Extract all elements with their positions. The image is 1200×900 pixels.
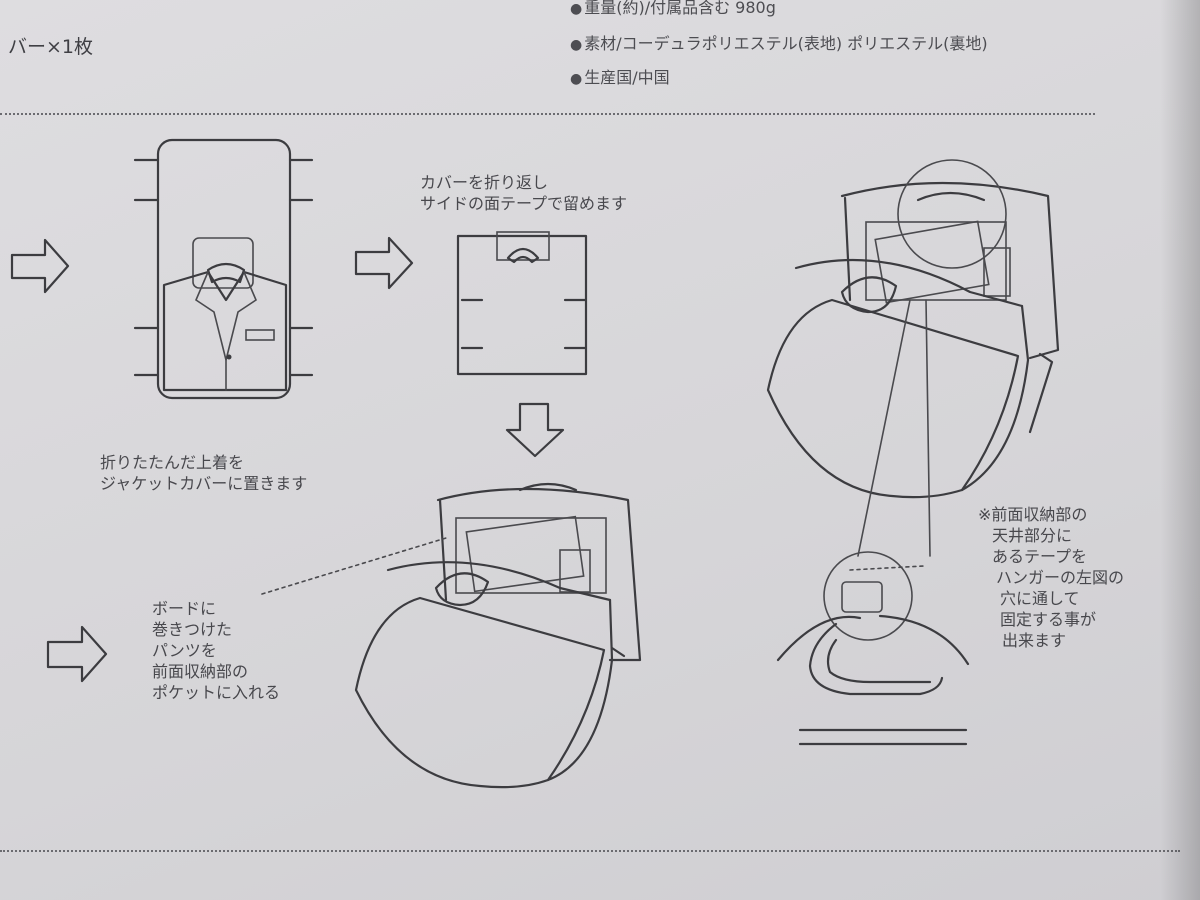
spec-material: ●素材/コーデュラポリエステル(表地) ポリエステル(裏地) — [570, 30, 988, 54]
caption-pants-pocket: ボードに 巻きつけた パンツを 前面収納部の ポケットに入れる — [152, 598, 280, 703]
spec-weight-text: 重量(約)/付属品含む 980g — [584, 0, 776, 17]
caption-line: ポケットに入れる — [152, 683, 281, 702]
caption-line: 前面収納部の — [152, 662, 249, 681]
caption-line: 巻きつけた — [152, 620, 233, 639]
arrow-right-icon — [46, 625, 108, 683]
arrow-right-icon — [10, 238, 70, 294]
caption-line: あるテープを — [992, 547, 1088, 566]
open-bag-detail-drawing — [766, 159, 1060, 746]
caption-line: パンツを — [152, 641, 217, 660]
caption-line: ボードに — [152, 599, 217, 618]
caption-line: ハンガーの左図の — [996, 568, 1125, 587]
spec-bullet: ● — [570, 1, 583, 17]
caption-fold-cover: カバーを折り返し サイドの面テープで留めます — [420, 172, 627, 214]
spec-origin: ●生産国/中国 — [570, 64, 670, 88]
caption-line: 穴に通して — [1000, 589, 1080, 608]
caption-line: 折りたたんだ上着を — [100, 453, 245, 472]
caption-line: 出来ます — [1002, 631, 1067, 650]
spec-material-text: 素材/コーデュラポリエステル(表地) ポリエステル(裏地) — [584, 34, 988, 53]
quantity-line: バー×1枚 — [8, 36, 94, 58]
caption-place-jacket: 折りたたんだ上着を ジャケットカバーに置きます — [100, 452, 307, 494]
folded-cover-drawing — [456, 231, 588, 376]
caption-line: カバーを折り返し — [420, 173, 549, 192]
arrow-right-icon — [354, 236, 414, 290]
open-bag-drawing — [261, 482, 642, 789]
divider-top — [0, 113, 1095, 115]
spec-bullet: ● — [570, 71, 583, 87]
page-shadow — [1160, 0, 1200, 900]
spec-bullet: ● — [570, 37, 583, 53]
divider-bottom — [0, 850, 1180, 852]
caption-note: ※前面収納部の 天井部分に あるテープを ハンガーの左図の 穴に通して 固定する… — [978, 504, 1124, 651]
jacket-cover-drawing — [133, 138, 314, 400]
caption-line: ※前面収納部の — [978, 505, 1088, 524]
spec-origin-text: 生産国/中国 — [584, 68, 670, 87]
caption-line: サイドの面テープで留めます — [420, 194, 628, 213]
caption-line: 固定する事が — [1000, 610, 1097, 629]
caption-line: 天井部分に — [992, 526, 1073, 545]
spec-weight: ●重量(約)/付属品含む 980g — [570, 0, 776, 18]
caption-line: ジャケットカバーに置きます — [100, 474, 308, 493]
arrow-down-icon — [505, 402, 565, 458]
